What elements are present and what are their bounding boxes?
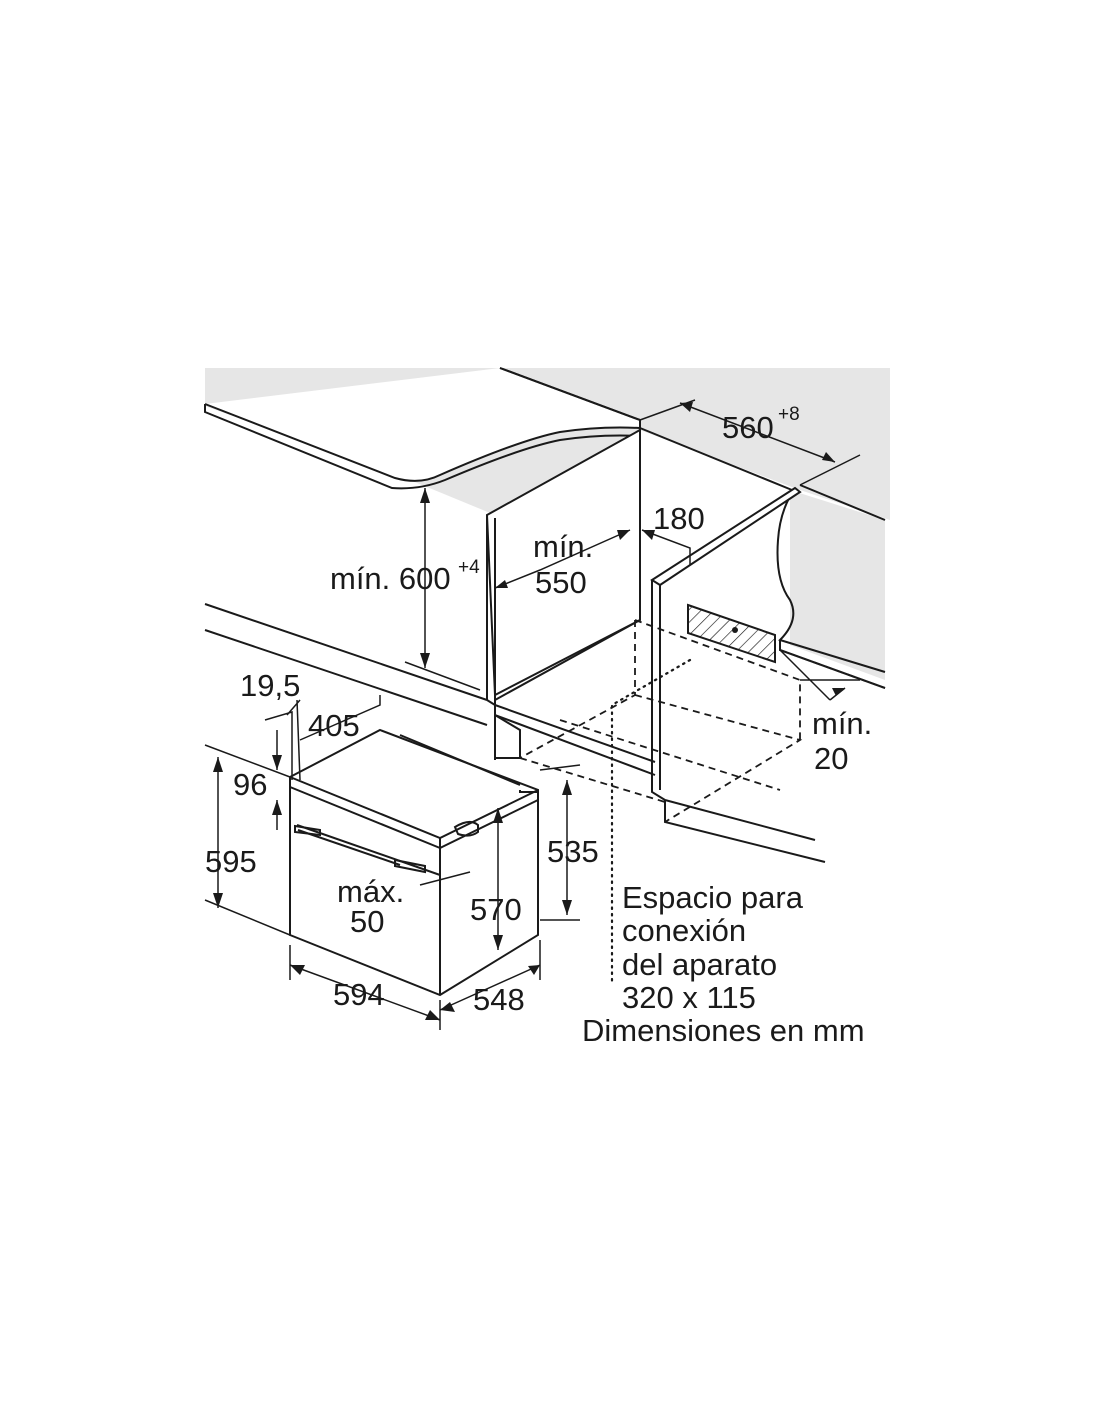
note-line-4: 320 x 115 (622, 980, 756, 1015)
note-line-2: conexión (622, 913, 746, 948)
label-height-570: 570 (470, 892, 522, 927)
label-cavity-depth-min-a: mín. (533, 529, 593, 564)
label-cavity-depth-min-b: 550 (535, 565, 587, 600)
label-offset-19-5: 19,5 (240, 668, 300, 703)
label-height-535: 535 (547, 834, 599, 869)
worktop-left (204, 367, 641, 490)
label-height-595: 595 (205, 844, 257, 879)
note-line-1: Espacio para (622, 880, 804, 915)
dimension-lines (204, 399, 861, 1030)
label-max-b: 50 (350, 904, 384, 939)
label-depth-405: 405 (308, 708, 360, 743)
label-cabinet-width: 560 (722, 410, 774, 445)
label-top-96: 96 (233, 767, 267, 802)
cabinet-side-left (204, 428, 641, 760)
cavity-dashed-outline (519, 619, 803, 987)
connection-note: Espacio para conexión del aparato 320 x … (582, 880, 865, 1048)
oven (289, 728, 539, 997)
label-gap-min-b: 20 (814, 741, 848, 776)
units-caption: Dimensiones en mm (582, 1013, 865, 1048)
label-gap-min-a: mín. (812, 706, 872, 741)
note-line-3: del aparato (622, 947, 777, 982)
worktop-right (639, 427, 886, 689)
label-width-594: 594 (333, 977, 385, 1012)
arrowheads (213, 402, 845, 1020)
label-max-a: máx. (337, 874, 404, 909)
connection-area (687, 603, 776, 664)
label-cavity-height-tolerance: +4 (458, 557, 480, 578)
label-gap-180: 180 (653, 501, 705, 536)
label-depth-548: 548 (473, 982, 525, 1017)
label-cavity-height: mín. 600 (330, 561, 451, 596)
label-cabinet-width-tolerance: +8 (778, 404, 800, 425)
dimension-labels: 560 +8 180 mín. 550 mín. 600 +4 mín. 20 … (205, 404, 872, 1017)
